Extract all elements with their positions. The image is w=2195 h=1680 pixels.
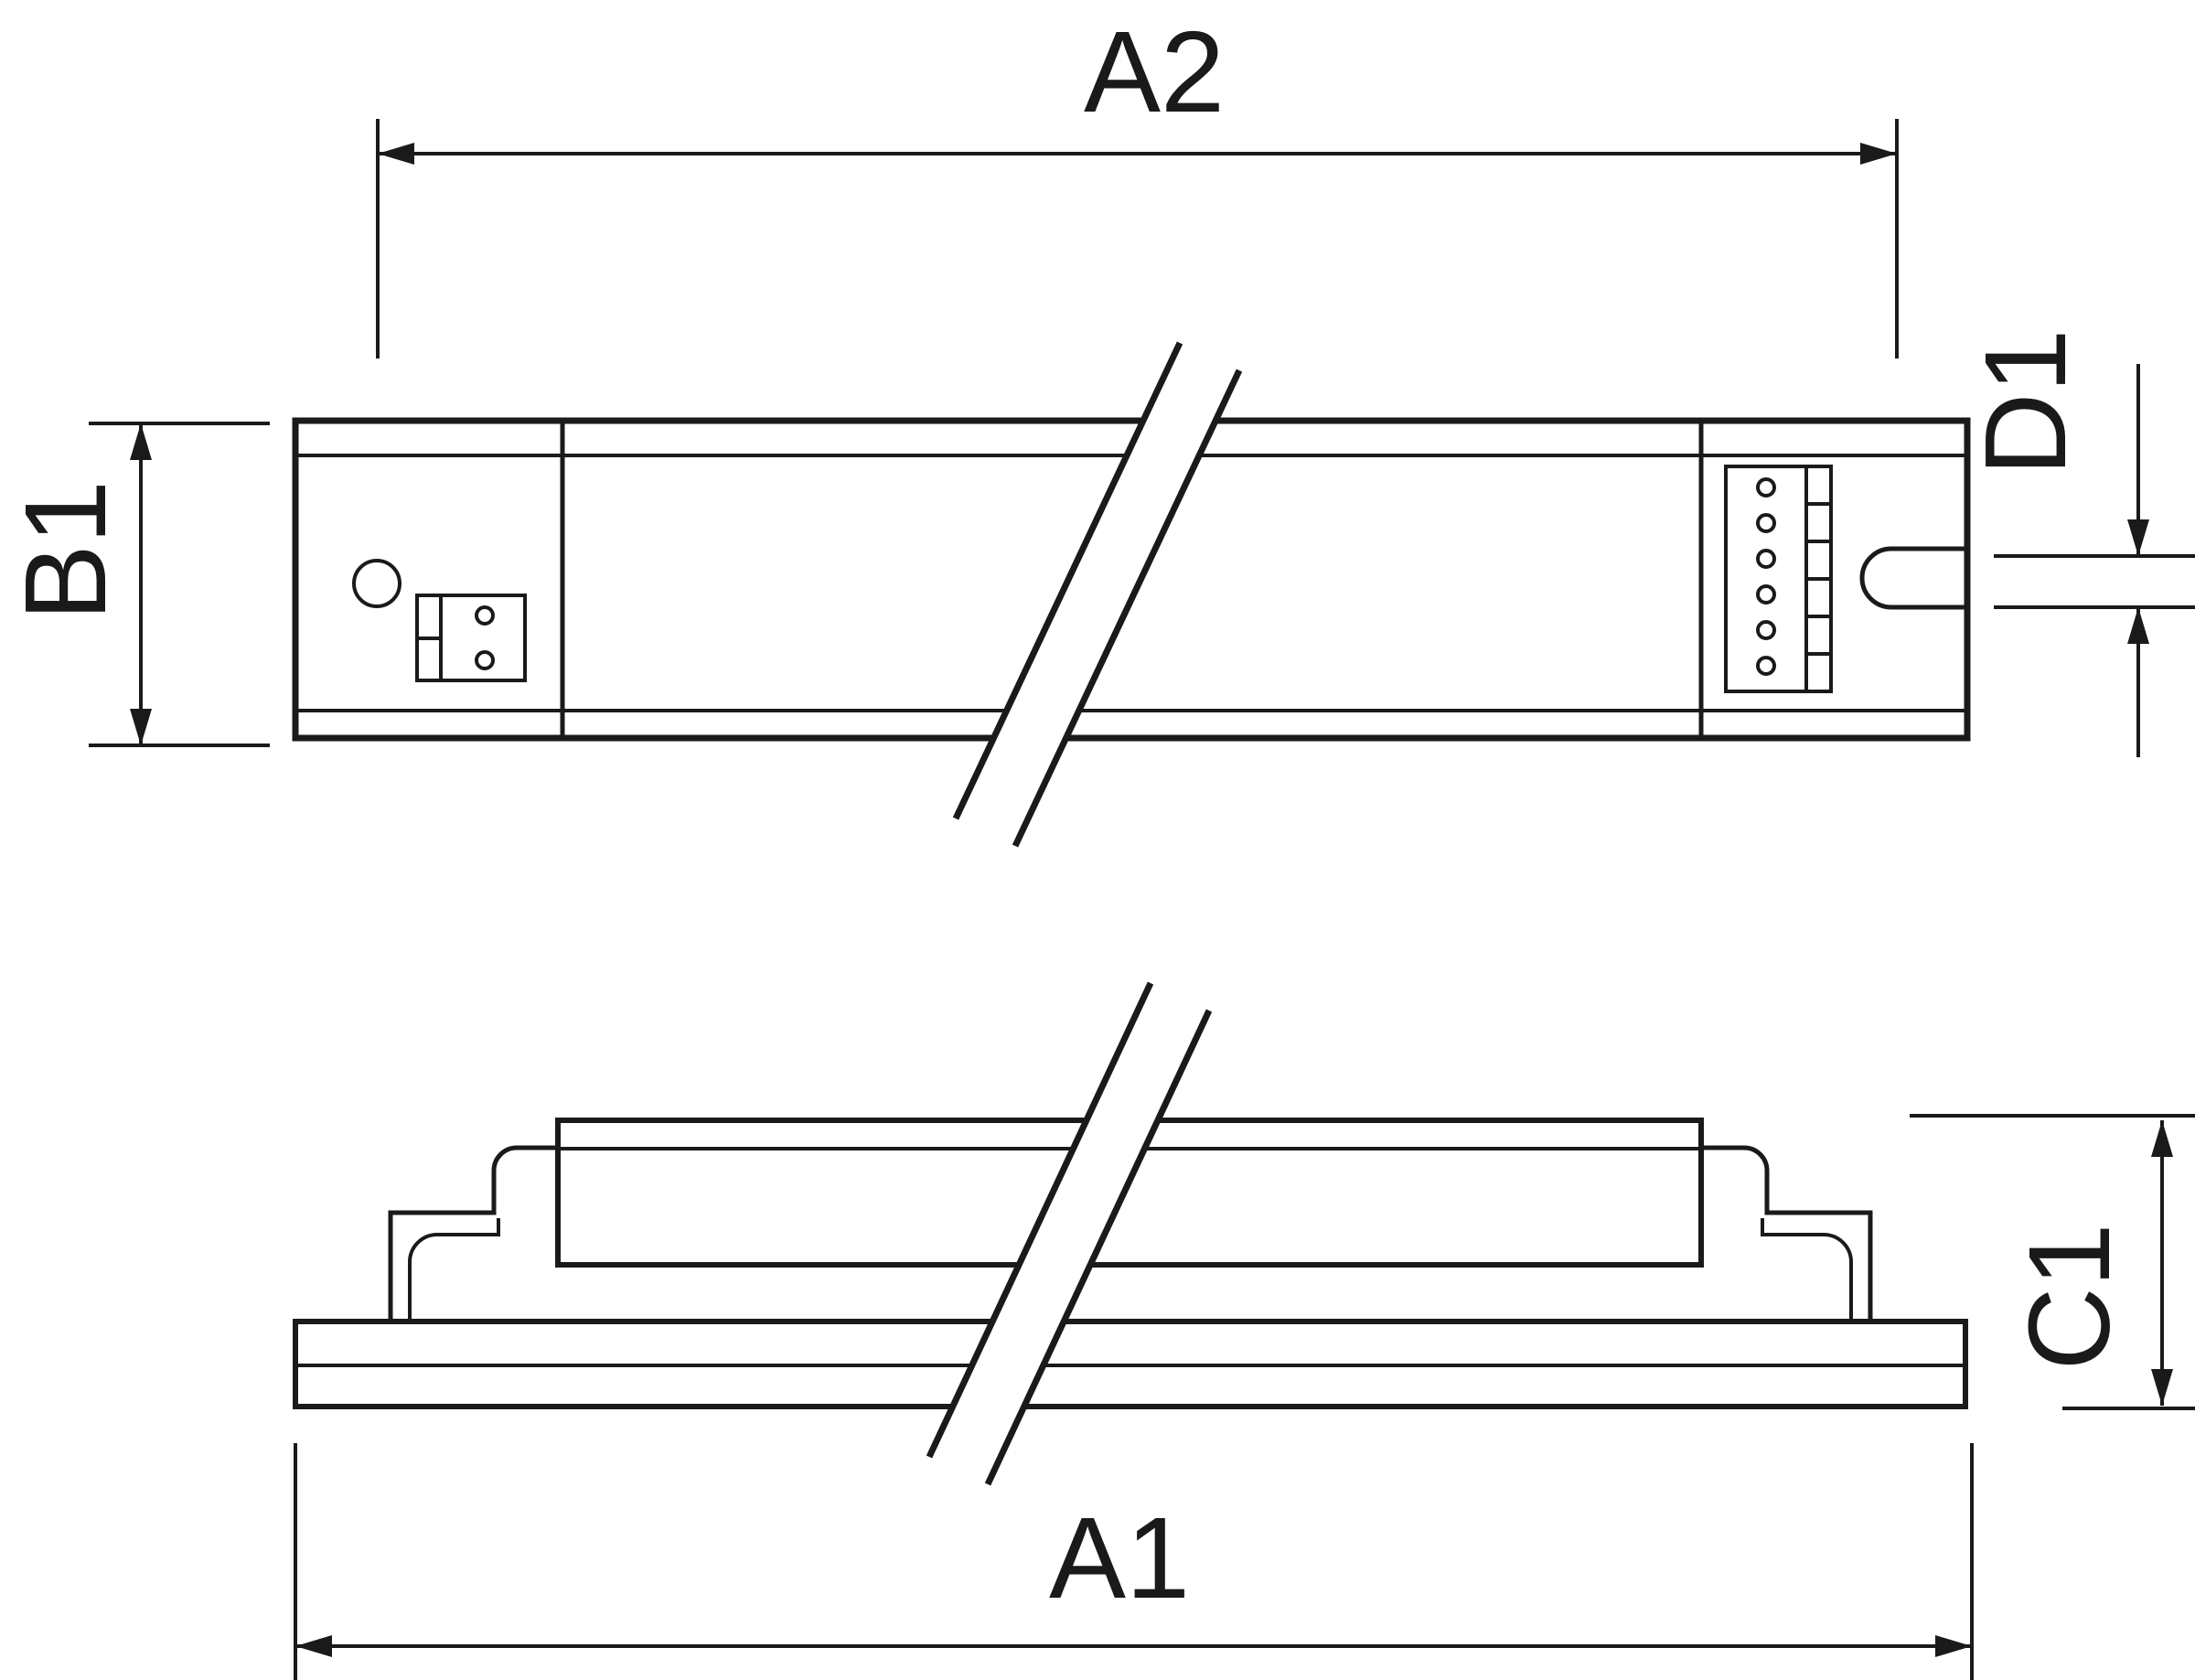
dimension-c1: C1 bbox=[1910, 1114, 2195, 1410]
dimension-label-c1: C1 bbox=[2005, 1223, 2134, 1370]
top-view bbox=[292, 341, 1971, 848]
side-view bbox=[293, 981, 1968, 1486]
dimension-label-d1: D1 bbox=[1961, 328, 2090, 476]
side-view-break-mark bbox=[926, 981, 1213, 1486]
mounting-hole-icon bbox=[352, 559, 402, 608]
six-pin-terminal-icon bbox=[1724, 465, 1833, 693]
dimension-b1: B1 bbox=[1, 422, 270, 747]
two-pin-terminal-icon bbox=[415, 594, 527, 682]
dimension-d1: D1 bbox=[1961, 328, 2195, 757]
dimension-label-a1: A1 bbox=[1049, 1493, 1190, 1622]
dimension-a1: A1 bbox=[294, 1443, 1974, 1680]
dimension-a2: A2 bbox=[376, 7, 1899, 358]
side-view-shoulder-left bbox=[388, 1145, 558, 1322]
top-view-break-mark bbox=[952, 341, 1243, 848]
dimension-label-b1: B1 bbox=[1, 480, 130, 621]
top-view-housing bbox=[292, 417, 1971, 742]
side-view-shoulder-right bbox=[1701, 1145, 1873, 1322]
dimension-label-a2: A2 bbox=[1084, 7, 1225, 136]
mounting-slot-icon bbox=[1859, 546, 1967, 610]
